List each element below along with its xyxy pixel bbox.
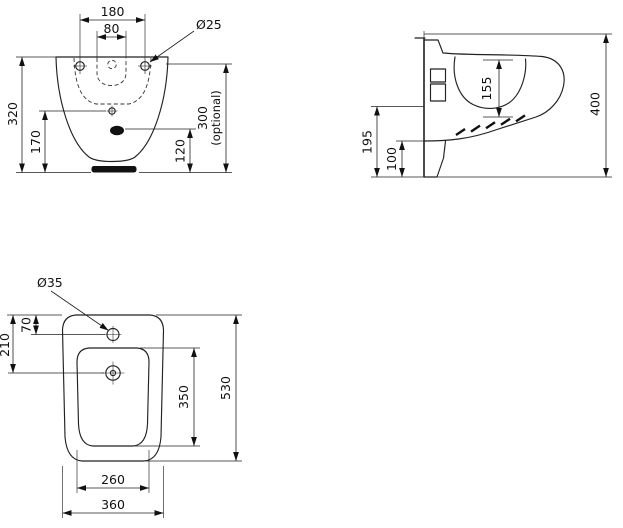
dim-inner-spacing-80: 80: [96, 21, 127, 58]
dim-outlet-height-120: 120: [125, 128, 232, 173]
dim-basin-length-350: 350: [135, 347, 200, 447]
dim-label-360: 360: [101, 497, 125, 512]
dim-label-320: 320: [5, 102, 20, 126]
dim-label-d25: Ø25: [196, 17, 222, 32]
side-view: 155 195 100 400: [360, 31, 612, 178]
dim-label-80: 80: [104, 21, 120, 36]
dim-label-d35: Ø35: [37, 275, 63, 290]
dim-overall-height-320: 320: [5, 56, 91, 173]
wall-bracket: [423, 140, 447, 178]
plan-view: Ø35 70 210 350 530: [0, 275, 242, 518]
bidet-front-outline: [55, 56, 169, 163]
callout-tap-hole-diameter: Ø35: [37, 275, 109, 331]
dim-basin-depth-155: 155: [479, 59, 513, 118]
bidet-plan-outline: [61, 314, 165, 462]
dim-label-170: 170: [28, 130, 43, 154]
hidden-tap-hole: [107, 59, 117, 70]
hidden-cavity-line: [73, 57, 152, 105]
dim-rear-height-195: 195: [360, 106, 424, 177]
dim-label-530: 530: [218, 376, 233, 400]
bidet-side-profile: [423, 39, 565, 142]
front-view: 180 80 Ø25 320 170: [5, 4, 232, 173]
dim-hole-spacing-180: 180: [79, 4, 146, 74]
outlet-base-bar: [91, 166, 137, 173]
mounting-serration: [455, 114, 526, 136]
dim-label-optional: (optional): [209, 90, 223, 146]
dim-overall-depth-530: 530: [146, 314, 242, 462]
dim-tap-offset-70: 70: [7, 314, 105, 335]
dim-drain-height-170: 170: [28, 110, 106, 173]
dim-label-120: 120: [173, 139, 188, 163]
dim-basin-width-260: 260: [76, 450, 150, 493]
basin-plan-outline: [76, 347, 150, 447]
dim-label-210: 210: [0, 333, 12, 357]
dim-overall-height-400: 400: [371, 31, 612, 178]
basin-profile: [453, 56, 527, 109]
dim-bracket-height-100: 100: [384, 140, 424, 177]
dim-label-350: 350: [176, 385, 191, 409]
dim-label-400: 400: [588, 92, 603, 116]
dim-label-100: 100: [384, 147, 399, 171]
dim-drain-offset-210: 210: [0, 315, 104, 374]
callout-fixing-hole-diameter: Ø25: [149, 17, 222, 63]
dim-overall-width-360: 360: [62, 466, 164, 518]
hidden-channel-line: [96, 58, 127, 86]
dim-label-300: 300: [195, 106, 210, 130]
waste-outlet-front: [110, 125, 124, 136]
dim-label-195: 195: [360, 130, 375, 154]
dim-label-180: 180: [101, 4, 125, 19]
dim-label-260: 260: [101, 472, 125, 487]
fixing-box-lower: [429, 83, 447, 102]
dim-label-155: 155: [479, 77, 494, 101]
dim-optional-height-300: 300 (optional): [166, 63, 232, 173]
fixing-box-upper: [429, 68, 447, 83]
dim-label-70: 70: [19, 317, 34, 333]
